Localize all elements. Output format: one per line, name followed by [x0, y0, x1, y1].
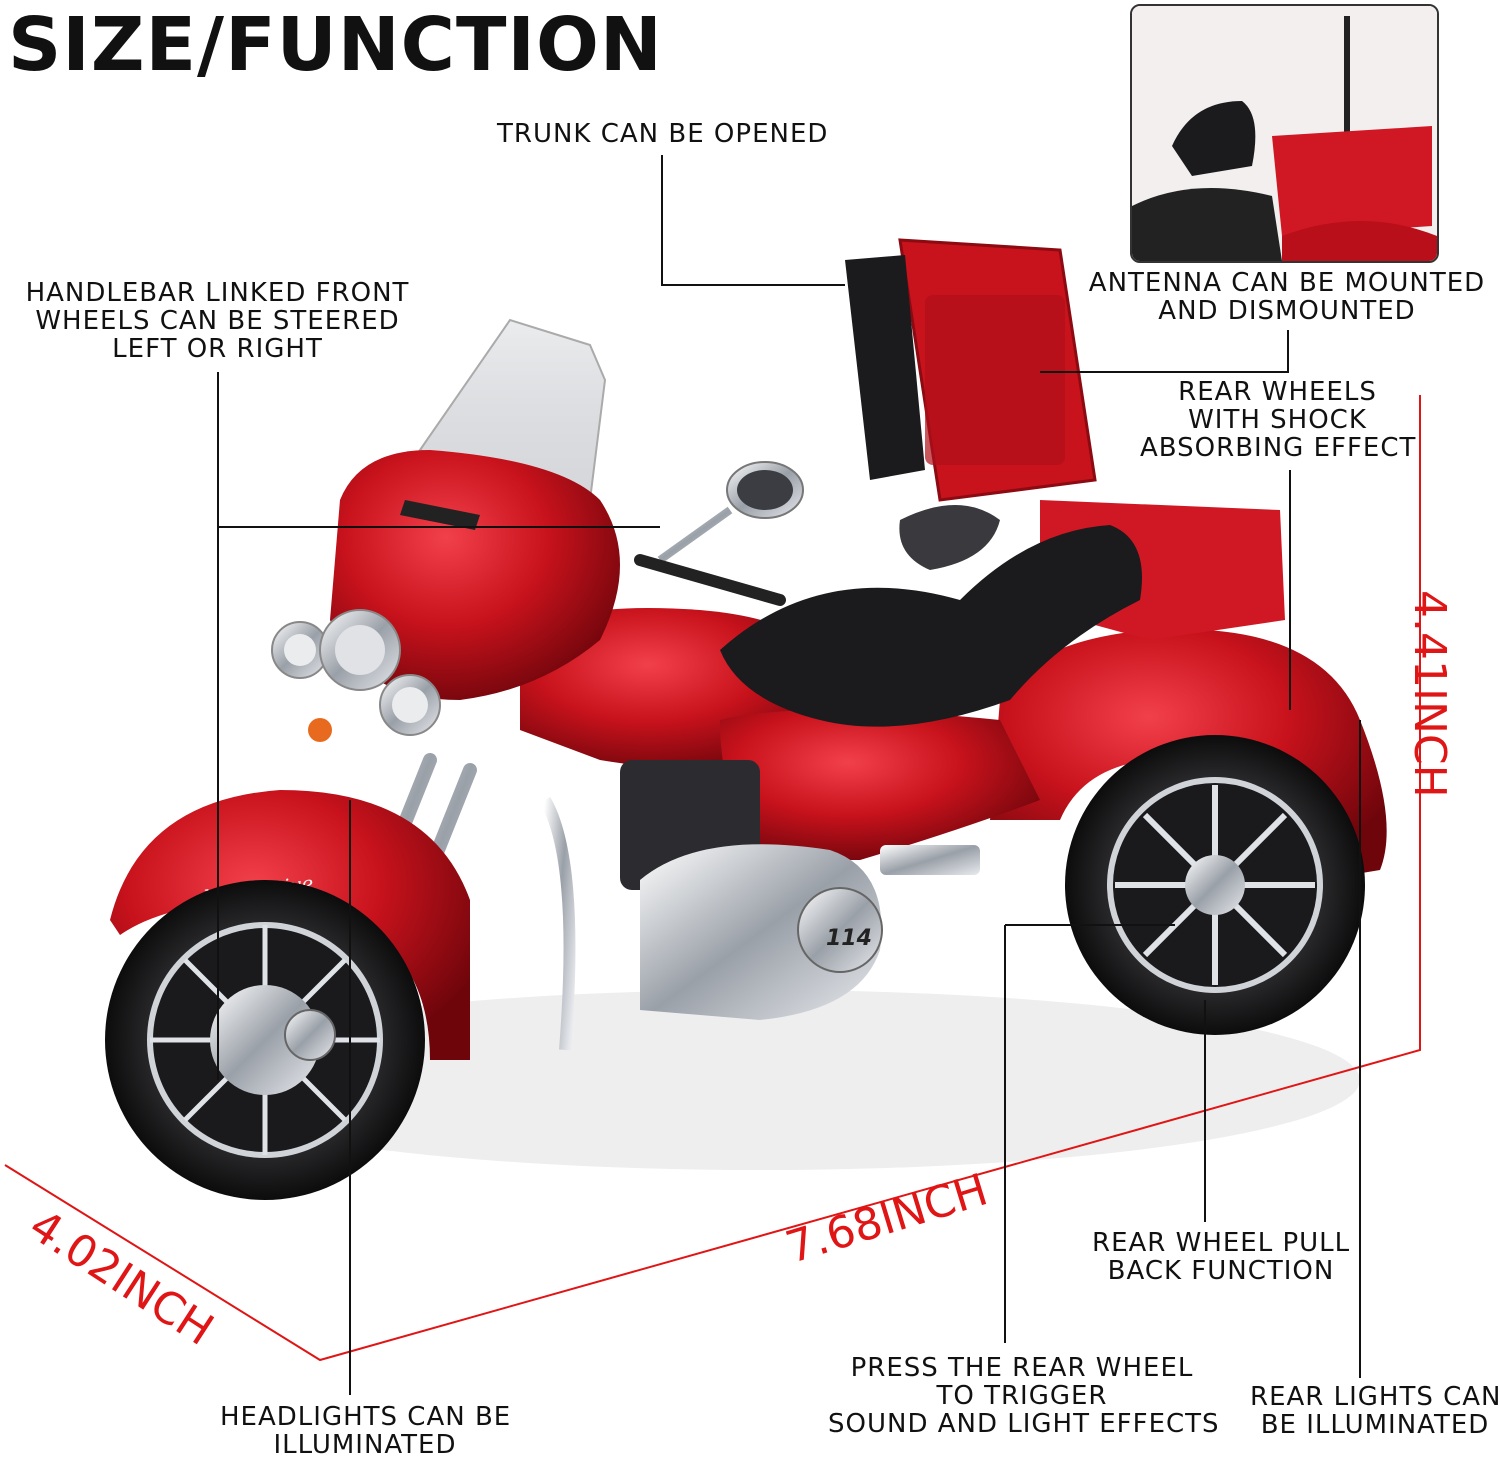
mirror-right: [657, 461, 804, 564]
callout-headlights: HEADLIGHTS CAN BE ILLUMINATED: [220, 1402, 512, 1460]
callout-leaders: [217, 155, 1361, 1395]
callout-rear-shock: REAR WHEELS WITH SHOCK ABSORBING EFFECT: [1140, 377, 1417, 463]
callout-antenna: ANTENNA CAN BE MOUNTED AND DISMOUNTED: [1088, 268, 1486, 326]
antenna-detail-illustration: [1132, 6, 1437, 261]
crash-bar: [539, 796, 576, 1051]
footboard: [880, 845, 980, 875]
front-fender: [110, 790, 470, 1060]
inset-trunk: [1272, 126, 1432, 236]
side-body: [720, 710, 1040, 860]
fairing-vent: [400, 500, 480, 530]
engine-badge: 114: [826, 926, 872, 951]
headlights: [271, 609, 441, 742]
seat: [720, 525, 1142, 727]
passenger-seat: [899, 505, 1000, 570]
callout-trunk: TRUNK CAN BE OPENED: [497, 119, 829, 149]
inset-seat: [1132, 188, 1282, 261]
inset-fender: [1282, 221, 1437, 261]
handlebar: [634, 554, 786, 606]
callout-handlebar: HANDLEBAR LINKED FRONT WHEELS CAN BE STE…: [25, 278, 410, 364]
rear-wheel: [1065, 735, 1365, 1035]
inset-backrest: [1172, 101, 1256, 176]
engine: 114: [620, 760, 883, 1020]
callout-rear-lights: REAR LIGHTS CAN BE ILLUMINATED: [1250, 1382, 1500, 1440]
dimension-height: 4.41INCH: [1404, 590, 1455, 798]
callout-press-rear: PRESS THE REAR WHEEL TO TRIGGER SOUND AN…: [828, 1353, 1220, 1439]
callout-pull-back: REAR WHEEL PULL BACK FUNCTION: [1092, 1228, 1351, 1286]
front-wheel: [105, 880, 425, 1200]
page-title: SIZE/FUNCTION: [8, 2, 663, 88]
dimension-lines: [4, 395, 1421, 1362]
antenna-detail-inset: [1130, 4, 1439, 263]
backrest: [845, 255, 925, 480]
